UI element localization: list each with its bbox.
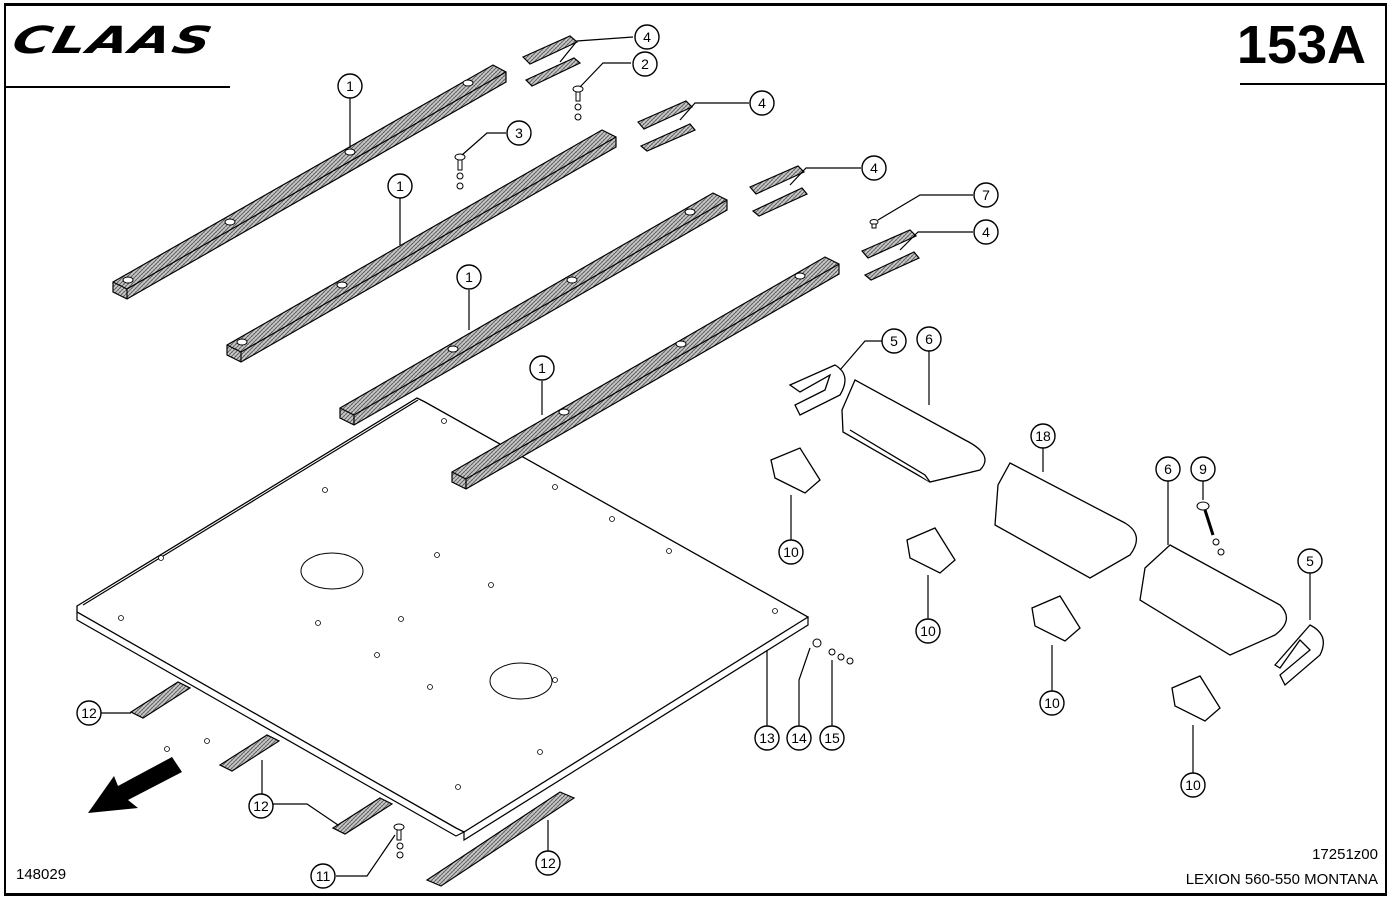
logo-underline (4, 86, 230, 88)
svg-text:4: 4 (643, 29, 651, 45)
callout-1d: 1 (529, 355, 555, 381)
svg-text:1: 1 (396, 178, 404, 194)
base-plate (76, 397, 810, 842)
svg-text:10: 10 (1185, 777, 1201, 793)
svg-text:11: 11 (316, 868, 331, 884)
callout-1a: 1 (337, 73, 363, 99)
callout-5a: 5 (881, 328, 907, 354)
callout-10b: 10 (915, 618, 941, 644)
callout-12c: 12 (535, 850, 561, 876)
svg-text:5: 5 (890, 333, 898, 349)
svg-text:5: 5 (1306, 553, 1314, 569)
callout-3: 3 (506, 120, 532, 146)
scoops (770, 447, 1221, 722)
reference-number: 148029 (16, 866, 67, 883)
callout-14: 14 (786, 725, 812, 751)
svg-text:9: 9 (1199, 461, 1207, 477)
svg-text:12: 12 (81, 705, 97, 721)
callout-5b: 5 (1297, 548, 1323, 574)
callout-11: 11 (310, 863, 336, 889)
callout-10a: 10 (778, 539, 804, 565)
wear-pads (521, 35, 920, 281)
callout-10c: 10 (1039, 690, 1065, 716)
callout-4c: 4 (861, 155, 887, 181)
callout-4d: 4 (973, 219, 999, 245)
bottom-straps (129, 681, 576, 887)
callout-6b: 6 (1155, 456, 1181, 482)
callout-12b: 12 (248, 793, 274, 819)
callout-1b: 1 (387, 173, 413, 199)
direction-arrow-icon (88, 757, 182, 813)
callout-4b: 4 (749, 90, 775, 116)
callout-4a: 4 (634, 24, 660, 50)
page-number: 153A (1236, 15, 1366, 75)
svg-text:7: 7 (982, 187, 990, 203)
callout-1c: 1 (456, 264, 482, 290)
svg-text:13: 13 (759, 730, 775, 746)
model-name: LEXION 560-550 MONTANA (1185, 871, 1378, 888)
callout-15: 15 (819, 725, 845, 751)
svg-text:12: 12 (540, 855, 556, 871)
svg-text:10: 10 (1044, 695, 1060, 711)
svg-text:14: 14 (791, 730, 807, 746)
callout-6a: 6 (916, 326, 942, 352)
svg-text:1: 1 (346, 78, 354, 94)
callout-7: 7 (973, 182, 999, 208)
svg-text:1: 1 (538, 360, 546, 376)
svg-text:18: 18 (1035, 428, 1051, 444)
svg-text:12: 12 (253, 798, 269, 814)
deflector-shields (841, 379, 1287, 656)
wear-bar-2 (226, 129, 617, 363)
callout-13: 13 (754, 725, 780, 751)
callout-12a: 12 (76, 700, 102, 726)
svg-text:3: 3 (515, 125, 523, 141)
brackets (788, 364, 1324, 687)
svg-text:15: 15 (824, 730, 840, 746)
svg-text:4: 4 (870, 160, 878, 176)
callout-9: 9 (1190, 456, 1216, 482)
leader-lines (101, 36, 1311, 877)
callout-10d: 10 (1180, 772, 1206, 798)
svg-text:10: 10 (783, 544, 799, 560)
svg-text:6: 6 (1164, 461, 1172, 477)
svg-text:1: 1 (465, 269, 473, 285)
svg-text:2: 2 (641, 56, 649, 72)
bolts (393, 85, 1225, 859)
page-number-underline (1240, 83, 1387, 85)
svg-text:10: 10 (920, 623, 936, 639)
wear-bar-1 (112, 64, 507, 300)
callout-18: 18 (1030, 423, 1056, 449)
drawing-number: 17251z00 (1312, 846, 1378, 863)
wear-bar-4 (451, 256, 840, 490)
drawing-frame (4, 3, 1387, 896)
callout-2: 2 (632, 51, 658, 77)
svg-text:6: 6 (925, 331, 933, 347)
svg-text:4: 4 (982, 224, 990, 240)
svg-text:4: 4 (758, 95, 766, 111)
wear-bar-3 (339, 192, 728, 426)
